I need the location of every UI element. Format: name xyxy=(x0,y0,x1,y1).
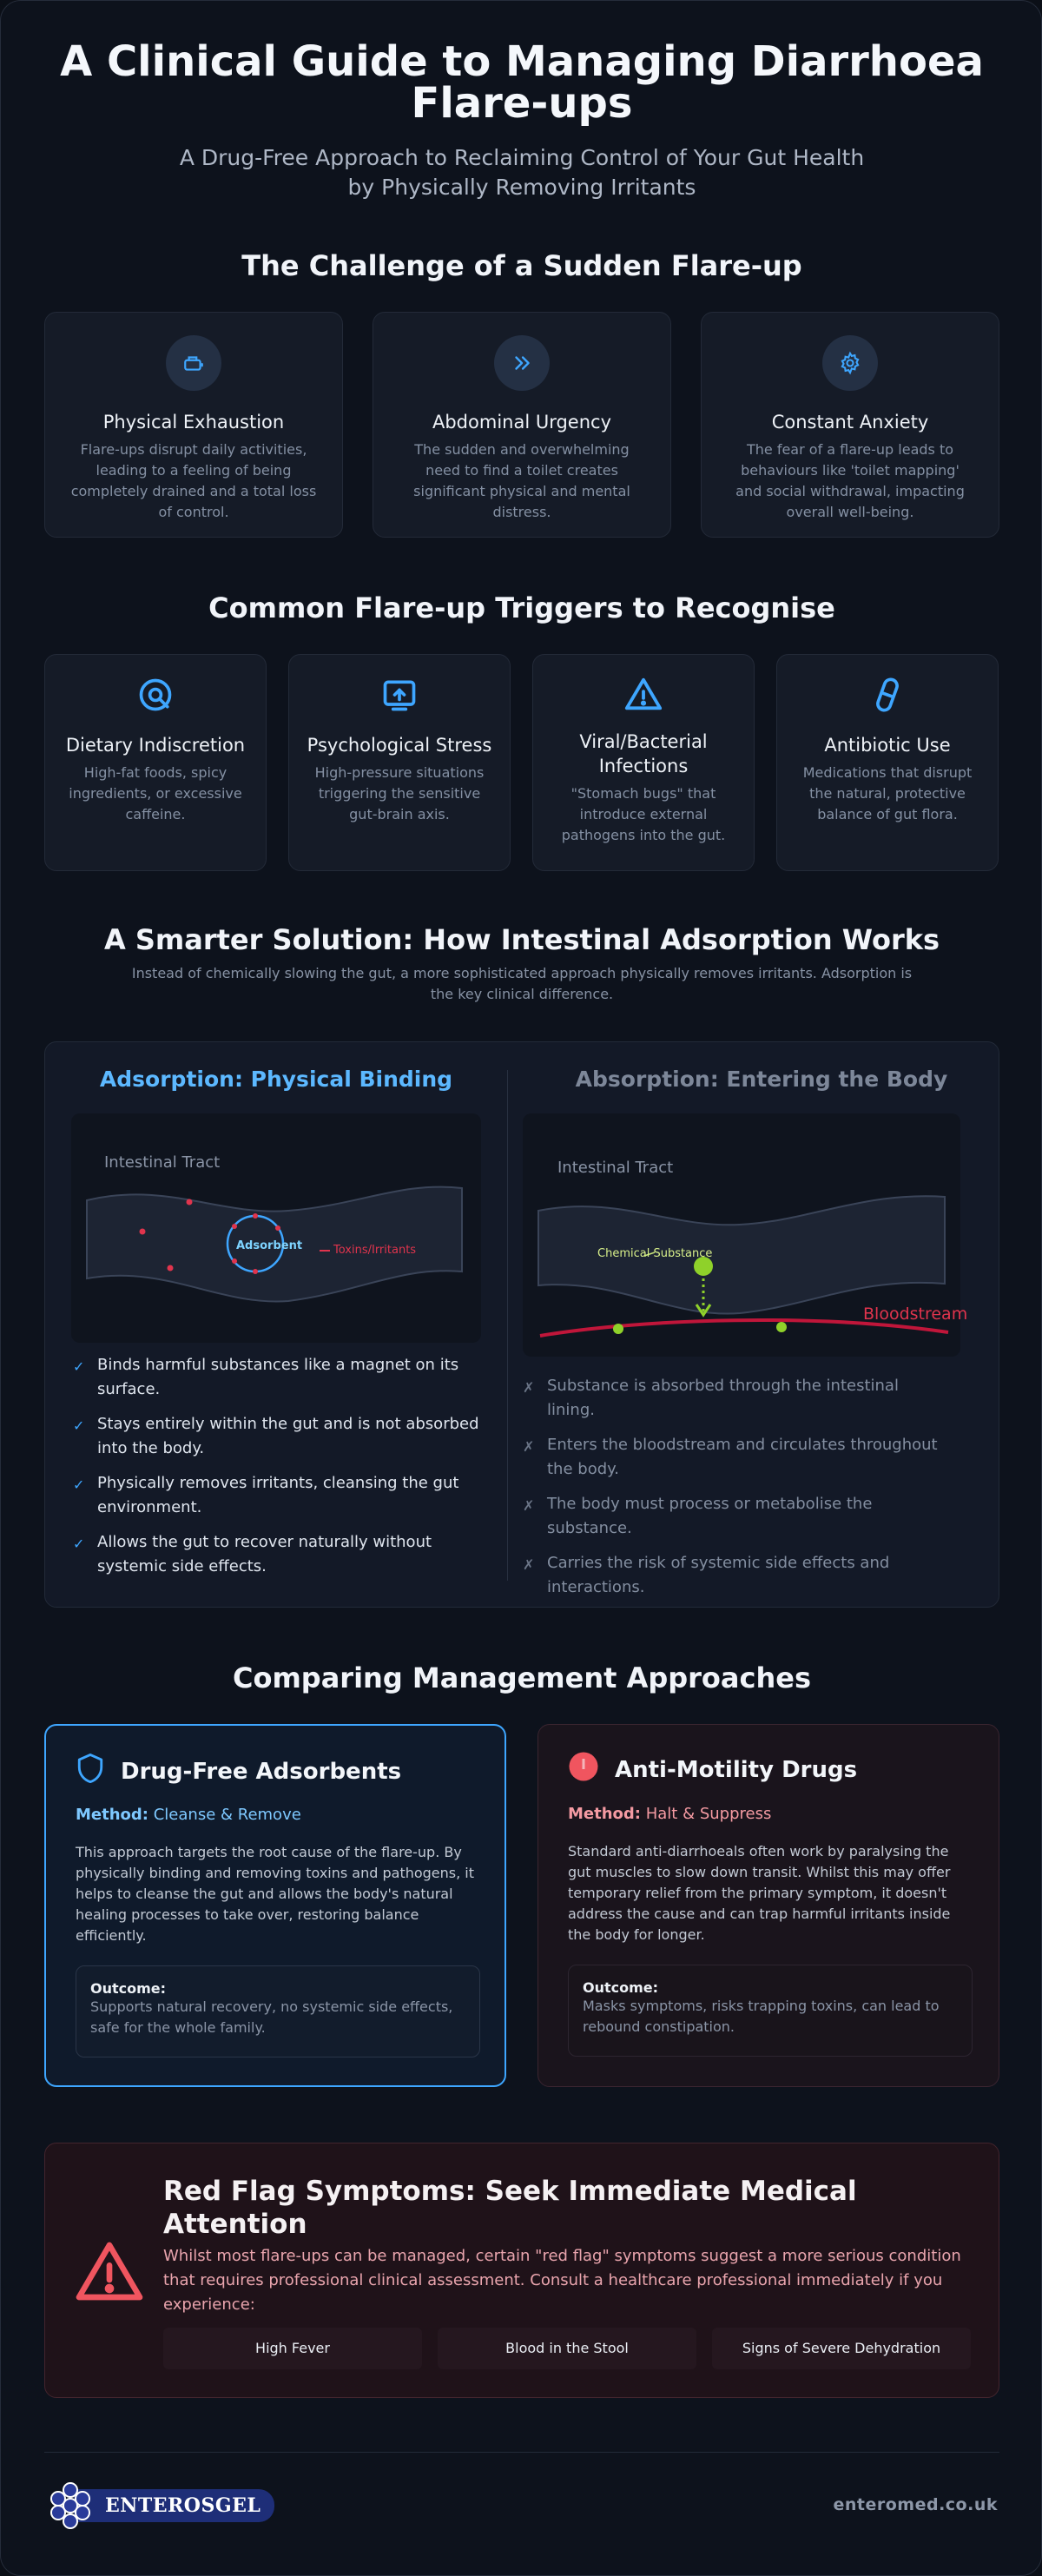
footer-divider xyxy=(44,2452,999,2453)
site-link[interactable]: enteromed.co.uk xyxy=(833,2495,998,2514)
adsorption-diagram: Intestinal Tract Adsorbent Toxins/Irrita… xyxy=(71,1113,481,1343)
page-subtitle: A Drug-Free Approach to Reclaiming Contr… xyxy=(179,145,865,200)
intestine-graphic xyxy=(537,1195,949,1338)
adsorption-comparison-panel: Adsorption: Physical Binding Intestinal … xyxy=(44,1041,999,1608)
adsorption-title: Adsorption: Physical Binding xyxy=(99,1067,453,1092)
card-text: High-fat foods, spicy ingredients, or ex… xyxy=(69,764,242,822)
comparison-title: Comparing Management Approaches xyxy=(232,1661,811,1694)
cross-icon: ✗ xyxy=(523,1379,535,1396)
food-search-icon xyxy=(135,674,176,716)
pill-icon xyxy=(867,674,908,716)
card-title: Abdominal Urgency xyxy=(432,412,612,433)
method-line: Method: Cleanse & Remove xyxy=(76,1806,301,1824)
panel-divider xyxy=(507,1070,508,1581)
adsorbents-card: Drug-Free Adsorbents Method: Cleanse & R… xyxy=(44,1724,506,2087)
cross-icon: ✗ xyxy=(523,1497,535,1514)
symptom-pill: Blood in the Stool xyxy=(438,2328,696,2369)
symptom-pill: Signs of Severe Dehydration xyxy=(712,2328,971,2369)
alert-circle-icon xyxy=(568,1751,599,1788)
check-icon: ✓ xyxy=(73,1358,85,1375)
card-text: The sudden and overwhelming need to find… xyxy=(413,441,630,520)
cross-icon: ✗ xyxy=(523,1556,535,1573)
shield-icon xyxy=(76,1752,105,1791)
adsorption-column: Adsorption: Physical Binding Intestinal … xyxy=(45,1042,523,1607)
card-text: This approach targets the root cause of … xyxy=(76,1844,475,1944)
anti-motility-heading: Anti-Motility Drugs xyxy=(568,1751,857,1788)
card-title: Dietary Indiscretion xyxy=(65,735,246,756)
list-item: ✓Physically removes irritants, cleansing… xyxy=(73,1474,459,1516)
check-icon: ✓ xyxy=(73,1476,85,1493)
trigger-card-stress: Psychological Stress High-pressure situa… xyxy=(288,654,511,871)
brand-logo[interactable]: ENTEROSGEL xyxy=(44,2481,297,2530)
card-title: Physical Exhaustion xyxy=(102,412,285,433)
card-text: Standard anti-diarrhoeals often work by … xyxy=(568,1843,951,1943)
list-item: ✗Substance is absorbed through the intes… xyxy=(523,1377,899,1419)
adsorption-list: ✓Binds harmful substances like a magnet … xyxy=(73,1353,490,1589)
warning-icon xyxy=(623,674,664,716)
monitor-arrow-icon xyxy=(379,674,420,716)
card-text: High-pressure situations triggering the … xyxy=(314,764,485,822)
substance-label: Chemical Substance xyxy=(597,1247,713,1260)
red-flag-section: Red Flag Symptoms: Seek Immediate Medica… xyxy=(44,2143,999,2398)
cross-icon: ✗ xyxy=(523,1438,535,1455)
chevrons-right-icon xyxy=(494,335,550,391)
battery-icon xyxy=(166,335,221,391)
anti-motility-card: Anti-Motility Drugs Method: Halt & Suppr… xyxy=(537,1724,999,2087)
trigger-card-antibiotic: Antibiotic Use Medications that disrupt … xyxy=(776,654,999,871)
hero: A Clinical Guide to Managing Diarrhoea F… xyxy=(1,37,1041,202)
list-item: ✓Allows the gut to recover naturally wit… xyxy=(73,1533,432,1575)
brand-wordmark: ENTEROSGEL xyxy=(74,2489,275,2522)
page-title: A Clinical Guide to Managing Diarrhoea F… xyxy=(60,37,984,128)
check-icon: ✓ xyxy=(73,1536,85,1552)
card-title: Viral/Bacterial Infections xyxy=(579,731,708,776)
warning-icon xyxy=(75,2239,144,2307)
tract-label: Intestinal Tract xyxy=(557,1159,674,1177)
card-title: Psychological Stress xyxy=(307,735,492,756)
card-text: The fear of a flare-up leads to behaviou… xyxy=(735,441,965,520)
list-item: ✗The body must process or metabolise the… xyxy=(523,1495,873,1537)
symptom-pill: High Fever xyxy=(163,2328,422,2369)
red-flag-title: Red Flag Symptoms: Seek Immediate Medica… xyxy=(163,2176,857,2240)
outcome-box: Outcome: Masks symptoms, risks trapping … xyxy=(568,1965,973,2057)
outcome-box: Outcome: Supports natural recovery, no s… xyxy=(76,1965,480,2057)
absorption-diagram: Intestinal Tract Chemical Substance Bloo… xyxy=(523,1113,967,1357)
molecule-icon xyxy=(50,2482,90,2529)
absorption-list: ✗Substance is absorbed through the intes… xyxy=(523,1374,940,1610)
challenge-card-urgency: Abdominal Urgency The sudden and overwhe… xyxy=(373,312,671,538)
card-text: Medications that disrupt the natural, pr… xyxy=(802,764,973,822)
list-item: ✗Carries the risk of systemic side effec… xyxy=(523,1554,890,1596)
gear-icon xyxy=(822,335,878,391)
trigger-card-diet: Dietary Indiscretion High-fat foods, spi… xyxy=(44,654,267,871)
red-flag-text: Whilst most flare-ups can be managed, ce… xyxy=(163,2247,961,2314)
card-text: Flare-ups disrupt daily activities, lead… xyxy=(70,441,317,520)
absorption-column: Absorption: Entering the Body Intestinal… xyxy=(523,1042,1000,1607)
method-line: Method: Halt & Suppress xyxy=(568,1805,772,1823)
bloodstream-label: Bloodstream xyxy=(863,1305,968,1324)
tract-label: Intestinal Tract xyxy=(104,1153,221,1172)
intestine-graphic xyxy=(86,1186,463,1303)
list-item: ✗Enters the bloodstream and circulates t… xyxy=(523,1436,938,1478)
challenge-card-exhaustion: Physical Exhaustion Flare-ups disrupt da… xyxy=(44,312,343,538)
adsorbents-heading: Drug-Free Adsorbents xyxy=(76,1752,401,1791)
absorption-title: Absorption: Entering the Body xyxy=(575,1067,948,1092)
card-title: Antibiotic Use xyxy=(824,735,951,756)
challenge-title: The Challenge of a Sudden Flare-up xyxy=(241,249,802,282)
list-item: ✓Binds harmful substances like a magnet … xyxy=(73,1356,459,1398)
check-icon: ✓ xyxy=(73,1417,85,1434)
challenge-card-anxiety: Constant Anxiety The fear of a flare-up … xyxy=(701,312,999,538)
triggers-title: Common Flare-up Triggers to Recognise xyxy=(208,591,835,624)
card-text: "Stomach bugs" that introduce external p… xyxy=(561,785,726,843)
solution-title: A Smarter Solution: How Intestinal Adsor… xyxy=(103,923,940,956)
card-title: Constant Anxiety xyxy=(771,412,929,433)
trigger-card-infection: Viral/Bacterial Infections "Stomach bugs… xyxy=(532,654,755,871)
list-item: ✓Stays entirely within the gut and is no… xyxy=(73,1415,479,1457)
solution-intro: Instead of chemically slowing the gut, a… xyxy=(131,965,913,1002)
adsorbent-label: Adsorbent xyxy=(236,1239,303,1252)
toxins-legend: Toxins/Irritants xyxy=(333,1244,417,1257)
